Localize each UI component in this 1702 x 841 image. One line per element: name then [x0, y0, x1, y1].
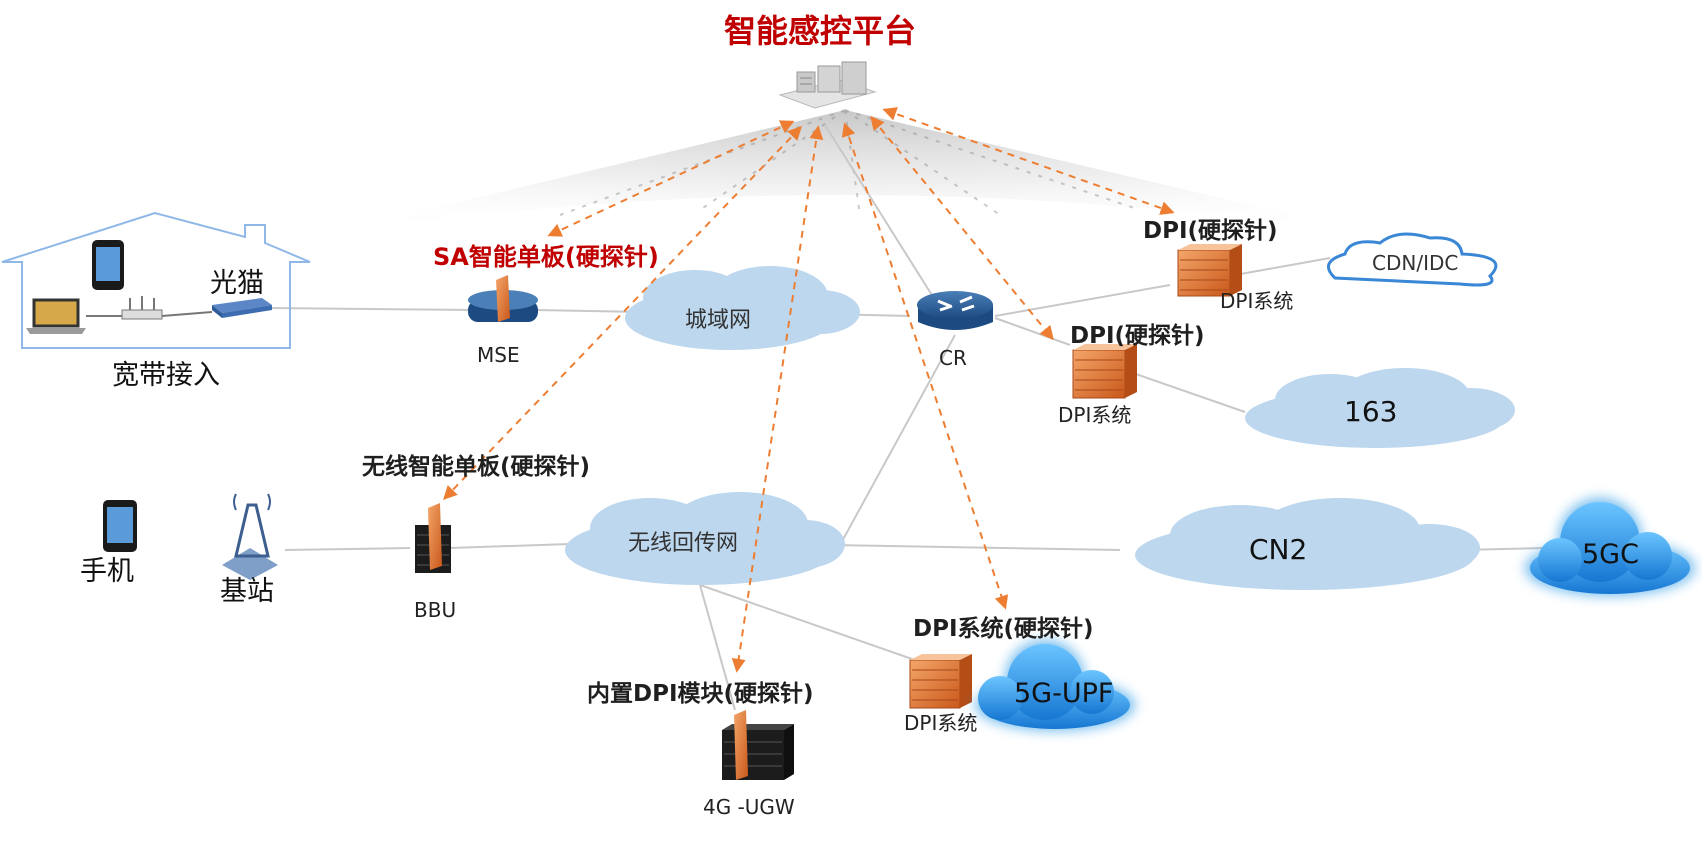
bbu-label: BBU: [414, 598, 457, 622]
5gc-cloud-label: 5GC: [1582, 539, 1639, 570]
base-station-icon: [222, 493, 278, 580]
dpi-server-icon-top: [1177, 244, 1242, 297]
cdn-idc-cloud: [1326, 232, 1498, 287]
builtin-dpi-probe-label: 内置DPI模块(硬探针): [587, 681, 814, 707]
optical-modem-label: 光猫: [210, 268, 264, 299]
dpi-probe-label-top: DPI(硬探针): [1143, 218, 1278, 244]
cdn-idc-cloud-label: CDN/IDC: [1372, 251, 1459, 275]
cn2-cloud-label: CN2: [1249, 533, 1308, 566]
cr-label: CR: [939, 346, 967, 370]
laptop-icon: [26, 298, 86, 334]
wireless-board-probe-label: 无线智能单板(硬探针): [362, 454, 591, 480]
phone-label: 手机: [80, 556, 134, 587]
smartphone-icon: [92, 240, 124, 290]
bbu-device-icon: [415, 503, 451, 573]
broadband-access-label: 宽带接入: [112, 360, 220, 391]
base-station-label: 基站: [220, 576, 274, 607]
optical-modem-icon: [212, 298, 272, 318]
dpi-system-probe-label: DPI系统(硬探针): [913, 616, 1094, 642]
house-outline: [1, 211, 311, 349]
cr-router-icon: [917, 291, 993, 330]
platform-title: 智能感控平台: [724, 12, 917, 50]
dpi-system-label-3: DPI系统: [904, 711, 978, 735]
mobile-phone-icon: [103, 500, 137, 552]
dpi-probe-label-mid: DPI(硬探针): [1070, 323, 1205, 349]
cn2-cloud: [1135, 498, 1480, 590]
cloud-163-label: 163: [1344, 395, 1398, 428]
metro-cloud-label: 城域网: [685, 308, 752, 333]
ugw-device-icon: [722, 710, 794, 780]
dpi-system-label-2: DPI系统: [1058, 403, 1132, 427]
ugw-label: 4G -UGW: [703, 795, 795, 819]
dpi-server-icon-mid: [1072, 344, 1137, 399]
probe-arrows: [443, 107, 1175, 673]
mse-label: MSE: [477, 343, 520, 367]
5g-upf-cloud-label: 5G-UPF: [1014, 678, 1114, 709]
dpi-system-label-1: DPI系统: [1220, 289, 1294, 313]
platform-server-icon: [778, 61, 877, 109]
dpi-server-icon-bottom: [909, 654, 972, 709]
wifi-router-icon: [121, 296, 163, 320]
5g-upf-cloud: [975, 640, 1135, 731]
cloud-163: [1245, 368, 1515, 448]
sa-board-probe-label: SA智能单板(硬探针): [433, 243, 659, 271]
mse-router-icon: [468, 275, 538, 322]
wireless-backhaul-cloud-label: 无线回传网: [628, 531, 739, 556]
5gc-cloud: [1525, 498, 1695, 596]
